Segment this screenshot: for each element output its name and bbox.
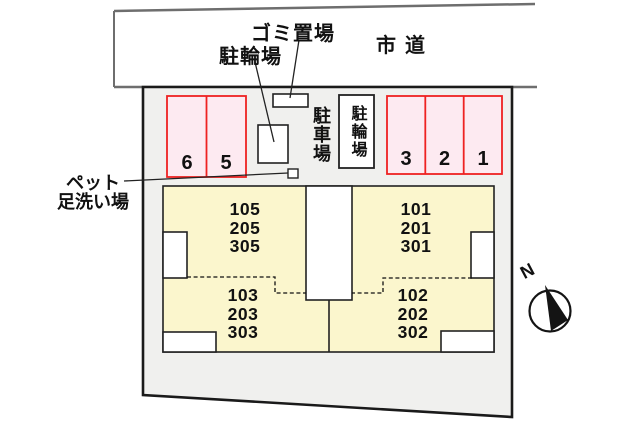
parking-lot-label: 駐車場	[311, 106, 331, 163]
leader-bicycle	[254, 61, 275, 143]
unit-101-label: 101	[400, 199, 432, 219]
pet-washing-label: ペット足洗い場	[38, 174, 148, 212]
unit-303-label: 303	[227, 322, 259, 342]
unit-105-label: 105	[229, 199, 261, 219]
leader-pet	[123, 172, 289, 182]
recess-right-lower	[440, 330, 495, 353]
parking-group-right	[386, 95, 503, 175]
stairwell	[305, 185, 353, 301]
pet-washing-label-line1: ペット	[66, 173, 120, 193]
unit-103-label: 103	[227, 285, 259, 305]
parking-space-3-label: 3	[400, 148, 412, 170]
parking-space-5-label: 5	[220, 152, 232, 174]
pet-washing-label-line2: 足洗い場	[57, 192, 129, 212]
bicycle-parking-label-box	[338, 94, 375, 169]
compass-needle-icon	[545, 285, 568, 331]
unit-202-label: 202	[397, 303, 429, 324]
bicycle-parking-box	[257, 124, 289, 164]
pet-washing-box	[287, 168, 299, 179]
bicycle-parking-label: 駐輪場	[219, 46, 282, 68]
dashed-divider-left	[187, 276, 306, 294]
road-top-line	[113, 2, 536, 13]
garbage-station-label: ゴミ置場	[251, 23, 335, 45]
recess-left-upper	[162, 231, 188, 279]
parking-space-6-label: 6	[181, 152, 193, 174]
unit-203-label: 203	[227, 303, 259, 324]
dashed-divider-right	[352, 277, 472, 294]
unit-102-label: 102	[397, 285, 429, 305]
city-road-label: 市道	[376, 35, 434, 57]
bicycle-parking-box-label: 駐輪場	[348, 104, 366, 159]
unit-201-label: 201	[400, 217, 432, 238]
unit-302-label: 302	[397, 322, 429, 342]
leader-garbage	[289, 39, 300, 99]
recess-left-lower	[162, 331, 217, 353]
unit-301-label: 301	[400, 236, 432, 256]
parking-space-2-label: 2	[438, 148, 451, 170]
recess-right-upper	[470, 231, 495, 279]
unit-305-label: 305	[229, 236, 261, 256]
parking-space-1-label: 1	[477, 148, 489, 170]
unit-205-label: 205	[229, 217, 261, 238]
